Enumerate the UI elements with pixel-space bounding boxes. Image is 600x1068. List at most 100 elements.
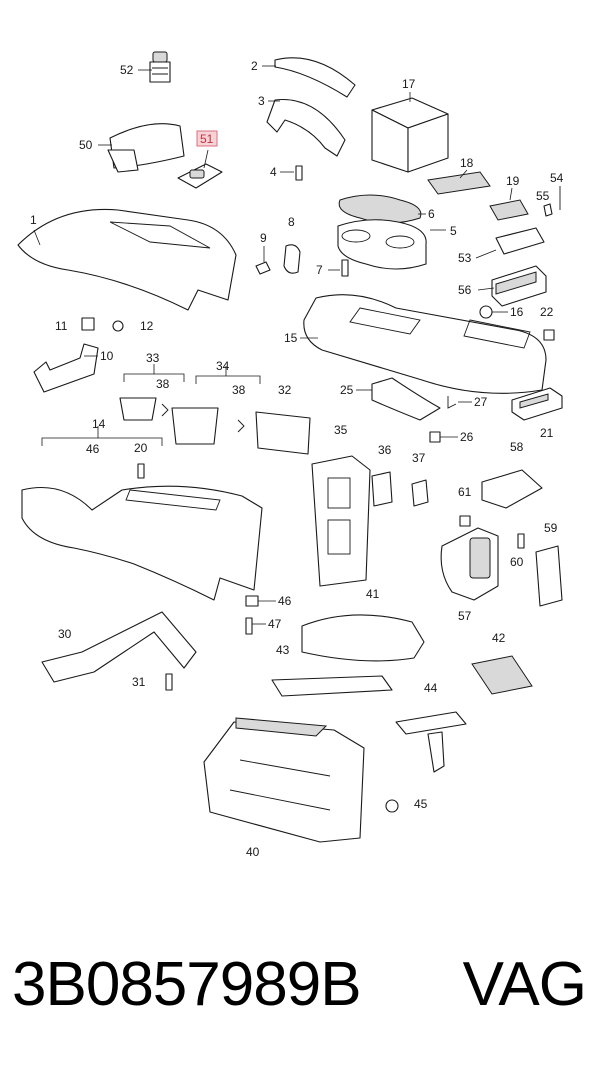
- part-7-screw: [328, 259, 349, 277]
- part-59-cover: [535, 545, 563, 607]
- callout-5: 5: [450, 224, 457, 238]
- callout-21: 21: [540, 426, 554, 440]
- callout-38a: 38: [156, 377, 170, 391]
- callout-10: 10: [100, 349, 114, 363]
- callout-54: 54: [550, 171, 564, 185]
- callout-1: 1: [30, 213, 37, 227]
- part-21-switch-panel: [511, 387, 563, 421]
- part-42-mat: [471, 655, 533, 695]
- part-61-clip: [459, 515, 471, 527]
- callout-2: 2: [251, 59, 258, 73]
- part-56-tray: [477, 265, 547, 307]
- part-50-armrest-lid: [98, 123, 185, 173]
- part-19-mat: [489, 187, 529, 221]
- callout-51: 51: [200, 132, 214, 146]
- part-1-upper-trim: [17, 208, 237, 311]
- part-51-ashtray: [177, 149, 223, 189]
- exploded-parts-diagram: 52 50 51 1 2 3 4 17 18 19 54 55 6 5 53 5…: [17, 51, 564, 859]
- callout-40: 40: [246, 845, 260, 859]
- part-52-ashtray-insert: [138, 51, 171, 83]
- callout-59: 59: [544, 521, 558, 535]
- callout-6: 6: [428, 207, 435, 221]
- callout-53: 53: [458, 251, 472, 265]
- part-3-frame: [266, 98, 346, 157]
- part-2-seal: [262, 57, 356, 98]
- callout-7: 7: [316, 263, 323, 277]
- part-6-cup-holder-mat: [338, 194, 426, 224]
- part-22-clip: [543, 329, 555, 341]
- part-16-nut: [479, 305, 508, 319]
- part-38-clip-a: [161, 403, 169, 417]
- callout-38b: 38: [232, 383, 246, 397]
- part-8-bracket: [283, 244, 301, 274]
- brand-label: VAG: [462, 950, 587, 1019]
- part-53-lid: [475, 227, 545, 259]
- callout-25: 25: [340, 383, 354, 397]
- callout-26: 26: [460, 430, 474, 444]
- callout-3: 3: [258, 94, 265, 108]
- callout-30: 30: [58, 627, 72, 641]
- callout-51-highlight: [196, 130, 218, 147]
- part-18-mat: [427, 169, 491, 195]
- callout-44: 44: [424, 681, 438, 695]
- callout-27: 27: [474, 395, 488, 409]
- part-11-clip: [81, 317, 95, 331]
- callout-22: 22: [540, 305, 554, 319]
- callout-58: 58: [510, 440, 524, 454]
- callout-61: 61: [458, 485, 472, 499]
- callout-52: 52: [120, 63, 134, 77]
- callout-42: 42: [492, 631, 506, 645]
- part-4-screw: [280, 165, 303, 181]
- callout-16: 16: [510, 305, 524, 319]
- part-20-screw: [137, 463, 145, 479]
- part-34-pocket: [171, 366, 261, 445]
- callout-34: 34: [216, 359, 230, 373]
- part-14-lower-console: [21, 426, 263, 601]
- callout-50: 50: [79, 138, 93, 152]
- callout-31: 31: [132, 675, 146, 689]
- callout-labels: 52 50 51 1 2 3 4 17 18 19 54 55 6 5 53 5…: [30, 59, 564, 859]
- callout-46a: 46: [86, 442, 100, 456]
- part-number: 3B0857989B: [12, 950, 362, 1019]
- callout-47: 47: [268, 617, 282, 631]
- callout-57: 57: [458, 609, 472, 623]
- part-47-screw: [245, 617, 266, 635]
- callout-14: 14: [92, 417, 106, 431]
- part-31-screw: [165, 673, 173, 691]
- part-37-switch: [411, 479, 429, 507]
- part-45-nut: [385, 799, 399, 813]
- part-57-bracket: [440, 527, 499, 601]
- part-60-screw: [517, 533, 525, 549]
- callout-55: 55: [536, 189, 550, 203]
- part-12-nut: [112, 320, 124, 332]
- callout-12: 12: [140, 319, 154, 333]
- part-27-clip: [447, 396, 472, 409]
- part-55-clip: [543, 203, 553, 217]
- callout-19: 19: [506, 174, 520, 188]
- callout-33: 33: [146, 351, 160, 365]
- callout-41: 41: [366, 587, 380, 601]
- part-44-bracket: [395, 711, 467, 773]
- part-43-plate: [271, 675, 393, 697]
- callout-46b: 46: [278, 594, 292, 608]
- part-41-armrest-cover: [301, 614, 425, 662]
- part-30-support: [41, 611, 197, 683]
- callout-4: 4: [270, 165, 277, 179]
- callout-56: 56: [458, 283, 472, 297]
- callout-36: 36: [378, 443, 392, 457]
- part-35-panel: [311, 455, 371, 587]
- callout-15: 15: [284, 331, 298, 345]
- callout-35: 35: [334, 423, 348, 437]
- part-25-trim-strip: [356, 377, 441, 421]
- part-58-housing: [481, 469, 543, 509]
- part-40-housing: [203, 717, 365, 843]
- callout-17: 17: [402, 77, 416, 91]
- part-26-screw: [429, 431, 458, 443]
- part-10-bracket: [33, 343, 99, 393]
- callout-45: 45: [414, 797, 428, 811]
- callout-18: 18: [460, 156, 474, 170]
- part-15-center-console-top: [300, 294, 547, 394]
- part-46-clip: [245, 595, 276, 607]
- part-36-trim: [371, 471, 393, 507]
- callout-37: 37: [412, 451, 426, 465]
